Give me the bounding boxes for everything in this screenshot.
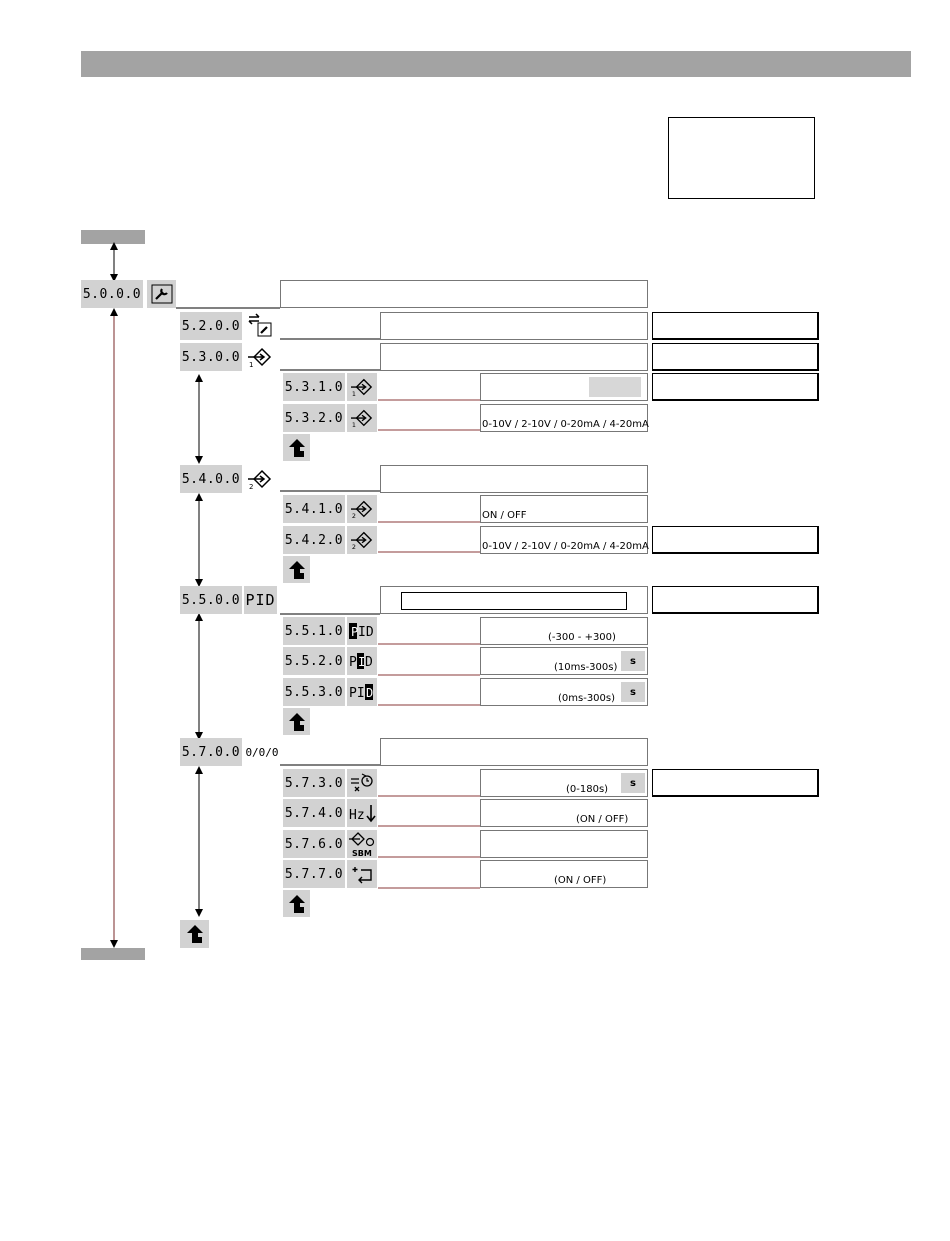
value-text-5420: 0-10V / 2-10V / 0-20mA / 4-20mA bbox=[482, 541, 649, 552]
seconds-unit: s bbox=[621, 651, 645, 671]
menu-code-5400[interactable]: 5.4.0.0 bbox=[180, 465, 242, 493]
menu-code-5320[interactable]: 5.3.2.0 bbox=[283, 404, 345, 432]
menu-stub-bottom[interactable] bbox=[81, 948, 145, 960]
delay-icon bbox=[347, 769, 377, 797]
desc-box-main bbox=[280, 280, 648, 308]
input-1-icon: 1 bbox=[244, 343, 276, 371]
menu-stub-top[interactable] bbox=[81, 230, 145, 244]
value-box-5410: ON / OFF bbox=[480, 495, 648, 523]
header-bar bbox=[81, 51, 911, 77]
inner-frame bbox=[401, 592, 627, 610]
value-box-5310 bbox=[480, 373, 648, 401]
svg-text:D: D bbox=[365, 655, 373, 670]
svg-text:1: 1 bbox=[352, 421, 356, 429]
value-box-5510: (-300 - +300) bbox=[480, 617, 648, 645]
return-arrow-icon[interactable] bbox=[283, 556, 310, 583]
input-1-icon: 1 bbox=[347, 404, 377, 432]
hz-text: Hz bbox=[349, 808, 365, 823]
remote-wrench-icon bbox=[244, 310, 276, 340]
menu-code-5510[interactable]: 5.5.1.0 bbox=[283, 617, 345, 645]
menu-code-5200[interactable]: 5.2.0.0 bbox=[180, 312, 242, 340]
svg-text:1: 1 bbox=[352, 390, 356, 398]
input-1-icon: 1 bbox=[347, 373, 377, 401]
frequency-down-icon: Hz bbox=[347, 799, 377, 827]
return-arrow-icon[interactable] bbox=[180, 920, 209, 948]
desc-box-5700 bbox=[380, 738, 648, 766]
desc-box-5500 bbox=[380, 586, 648, 614]
note-box-5730 bbox=[652, 769, 819, 797]
value-text-5510: (-300 - +300) bbox=[548, 632, 616, 643]
counter-label: 0/0/0 bbox=[245, 745, 279, 759]
value-text-5740: (ON / OFF) bbox=[576, 814, 629, 825]
menu-code-5420[interactable]: 5.4.2.0 bbox=[283, 526, 345, 554]
value-box-5730: (0-180s) s bbox=[480, 769, 648, 797]
sbm-icon: SBM bbox=[347, 830, 377, 858]
menu-code-5740[interactable]: 5.7.4.0 bbox=[283, 799, 345, 827]
svg-text:1: 1 bbox=[249, 361, 253, 369]
svg-text:2: 2 bbox=[249, 483, 253, 491]
menu-code-5770[interactable]: 5.7.7.0 bbox=[283, 860, 345, 888]
svg-text:D: D bbox=[366, 686, 373, 700]
value-text-5770: (ON / OFF) bbox=[554, 875, 607, 886]
return-arrow-icon[interactable] bbox=[283, 890, 310, 917]
seconds-unit: s bbox=[621, 682, 645, 702]
svg-text:2: 2 bbox=[352, 512, 356, 520]
menu-code-5300[interactable]: 5.3.0.0 bbox=[180, 343, 242, 371]
menu-code-main[interactable]: 5.0.0.0 bbox=[81, 280, 143, 308]
svg-text:2: 2 bbox=[352, 543, 356, 551]
note-box-5500 bbox=[652, 586, 819, 614]
menu-code-5730[interactable]: 5.7.3.0 bbox=[283, 769, 345, 797]
value-box-5420: 0-10V / 2-10V / 0-20mA / 4-20mA bbox=[480, 526, 649, 554]
menu-code-5410[interactable]: 5.4.1.0 bbox=[283, 495, 345, 523]
input-2-icon: 2 bbox=[347, 526, 377, 554]
input-2-icon: 2 bbox=[347, 495, 377, 523]
value-text-5520: (10ms-300s) bbox=[554, 662, 618, 673]
seconds-unit: s bbox=[621, 773, 645, 793]
value-box-5530: (0ms-300s) s bbox=[480, 678, 648, 706]
svg-text:I: I bbox=[358, 655, 365, 669]
menu-code-5500[interactable]: 5.5.0.0 bbox=[180, 586, 242, 614]
menu-code-5530[interactable]: 5.5.3.0 bbox=[283, 678, 345, 706]
pid-label: PID bbox=[244, 586, 277, 614]
note-box-5300 bbox=[652, 343, 819, 371]
note-box-5200 bbox=[652, 312, 819, 340]
menu-code-5700[interactable]: 5.7.0.0 bbox=[180, 738, 242, 766]
note-box-5420 bbox=[652, 526, 819, 554]
svg-text:P: P bbox=[349, 655, 357, 670]
menu-code-5760[interactable]: 5.7.6.0 bbox=[283, 830, 345, 858]
menu-code-5520[interactable]: 5.5.2.0 bbox=[283, 647, 345, 675]
value-text-5730: (0-180s) bbox=[566, 784, 609, 795]
reset-icon bbox=[347, 860, 377, 888]
svg-text:PI: PI bbox=[349, 686, 365, 701]
value-box-5770: (ON / OFF) bbox=[480, 860, 648, 888]
return-arrow-icon[interactable] bbox=[283, 708, 310, 735]
desc-box-5200 bbox=[380, 312, 648, 340]
desc-box-5300 bbox=[380, 343, 648, 371]
value-text-5530: (0ms-300s) bbox=[558, 693, 616, 704]
value-text-5410: ON / OFF bbox=[482, 510, 527, 521]
value-text-5320: 0-10V / 2-10V / 0-20mA / 4-20mA bbox=[482, 419, 649, 430]
desc-box-5400 bbox=[380, 465, 648, 493]
wrench-icon[interactable] bbox=[147, 280, 176, 308]
value-box-5520: (10ms-300s) s bbox=[480, 647, 648, 675]
input-2-icon: 2 bbox=[244, 465, 276, 493]
return-arrow-icon[interactable] bbox=[283, 434, 310, 461]
value-box-5740: (ON / OFF) bbox=[480, 799, 648, 827]
sbm-text: SBM bbox=[352, 849, 372, 857]
menu-code-5310[interactable]: 5.3.1.0 bbox=[283, 373, 345, 401]
value-box-5760 bbox=[480, 830, 648, 858]
note-box-5310 bbox=[652, 373, 819, 401]
value-box-5320: 0-10V / 2-10V / 0-20mA / 4-20mA bbox=[480, 404, 649, 432]
empty-frame bbox=[668, 117, 815, 199]
svg-text:P: P bbox=[351, 625, 358, 639]
svg-text:ID: ID bbox=[358, 625, 374, 640]
unit-blank bbox=[589, 377, 641, 397]
